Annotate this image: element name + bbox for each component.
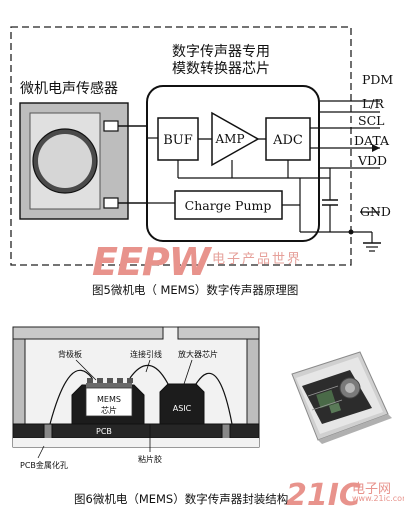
pin-label-scl: SCL [358,113,384,128]
mems-label-line1: MEMS [97,395,121,404]
sensor-membrane-inner [38,134,92,188]
pin-label-gnd: GND [360,204,391,219]
bond-wire-right [195,372,233,425]
asic-chip [159,383,205,425]
package-outline [10,26,352,266]
bond-wire-mid [129,364,169,385]
pcb-label: PCB [96,427,112,436]
chip-title-line1: 数字传声器专用 [172,44,270,60]
site-watermark-logo: 21IC [286,478,361,513]
sensor-pad-bottom [103,197,119,209]
site-watermark-url: www.21ic.com [352,494,404,503]
mems-schematic-diagram: 数字传声器专用 模数转换器芯片 微机电声传感器 BUF AMP ADC Char… [10,26,393,266]
pcb [12,423,260,439]
asic-label: ASIC [173,404,192,413]
wire-label: 连接引线 [130,349,162,359]
charge-pump-block [174,190,283,220]
amp-label: AMP [214,132,244,146]
package-lid-right [177,326,260,340]
package-sidewall-left [12,338,26,428]
mems-label-line2: 芯片 [101,405,117,415]
adhesive-label: 粘片胶 [138,454,162,464]
sensor-pad-top [103,120,119,132]
package-photo [291,351,392,444]
chip-title-line2: 模数转换器芯片 [172,60,270,77]
amp-triangle [211,111,260,167]
figure5-caption: 图5微机电（ MEMS）数字传声器原理图 [92,283,299,297]
mems-chip [71,384,145,425]
pcb-via-right [221,423,231,447]
package-sidewall-right [246,338,260,428]
buf-block [157,117,199,161]
package-frame [12,326,260,448]
adc-label: ADC [272,133,303,148]
pin-label-data: DATA [354,133,390,148]
charge-pump-label: Charge Pump [185,198,272,213]
pin-label-pdm: PDM [362,72,393,87]
buf-label: BUF [163,133,193,148]
site-watermark-cn: 电子网 [352,482,392,497]
adc-block [265,117,311,161]
pin-label-lr: L/R [362,96,385,111]
amp-chip-label: 放大器芯片 [178,349,218,359]
pcb-via-left [43,423,53,447]
eepw-cn-watermark: 电子产品世界 [212,252,303,267]
pcb-hole-label: PCB金属化孔 [20,460,68,470]
sensor-title: 微机电声传感器 [20,80,118,97]
backplate-label: 背极板 [58,349,82,359]
pin-label-vdd: VDD [357,153,387,168]
eepw-watermark: EEPW [92,240,211,284]
backplate [86,383,132,388]
bond-wire-left [49,369,93,425]
figure6-caption: 图6微机电（MEMS）数字传声器封装结构 [74,492,289,506]
package-lid-left [12,326,164,340]
